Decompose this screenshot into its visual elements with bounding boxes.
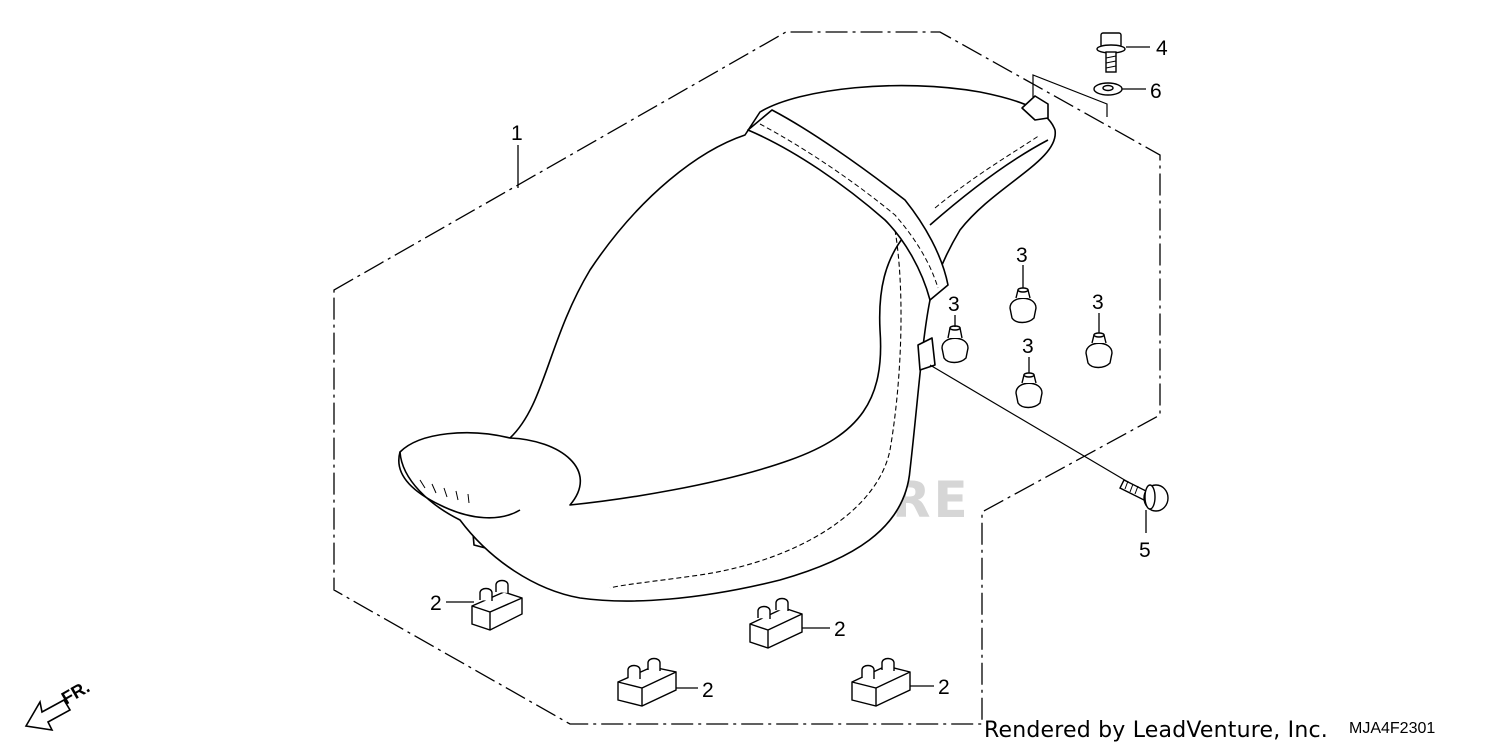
seat-rear-hook — [1021, 95, 1049, 121]
hardware-bracket — [1032, 74, 1108, 117]
callout-bolt-side: 5 — [1139, 539, 1151, 562]
front-direction-marker: FR. — [24, 677, 93, 732]
seat-assembly — [398, 84, 1056, 602]
seat-passenger-stitch — [934, 134, 1041, 209]
cushion-2 — [749, 597, 803, 649]
washer-hole — [1102, 84, 1114, 92]
front-arrow-icon — [24, 698, 72, 732]
bolt-top-threads — [1105, 55, 1117, 69]
seat-rider-dish — [509, 234, 906, 506]
seat-front-lip — [398, 451, 521, 519]
seat-front-ribs — [419, 479, 470, 504]
callout-cushion-4: 2 — [938, 676, 950, 699]
assembly-boundary — [333, 31, 1161, 725]
callout-grommet-4: 3 — [1092, 291, 1104, 314]
callout-seat: 1 — [511, 122, 523, 145]
seat-passenger-pad — [929, 139, 1049, 226]
cushion-1 — [471, 579, 523, 631]
callout-cushion-3: 2 — [702, 679, 714, 702]
seat-side-mount — [917, 337, 936, 371]
seat-strap-stitch — [759, 123, 939, 289]
bolt-top — [1096, 32, 1126, 73]
seat-strap — [747, 109, 949, 301]
footer-credit: Rendered by LeadVenture, Inc. — [984, 718, 1328, 743]
callout-cushion-1: 2 — [430, 592, 442, 615]
grommet-1 — [941, 325, 969, 364]
callout-grommet-1: 3 — [948, 293, 960, 316]
cushion-3 — [617, 657, 677, 707]
grommet-2 — [1009, 287, 1037, 324]
cushion-4 — [851, 657, 911, 707]
bolt-side-threads — [1124, 480, 1139, 495]
grommet-4 — [1085, 332, 1113, 369]
callout-grommet-2: 3 — [1016, 244, 1028, 267]
callout-cushion-2: 2 — [834, 618, 846, 641]
callout-washer: 6 — [1150, 80, 1162, 103]
callout-grommet-3: 3 — [1022, 335, 1034, 358]
bolt-side — [1119, 479, 1169, 512]
seat-stitch-line — [609, 229, 902, 589]
bolt-side-flange — [1144, 484, 1156, 510]
washer — [1093, 82, 1123, 96]
callout-bolt-top: 4 — [1156, 37, 1168, 60]
diagram-code: MJA4F2301 — [1349, 720, 1436, 737]
leader-bolt-side-axis — [929, 364, 1129, 483]
grommet-3 — [1015, 372, 1043, 409]
